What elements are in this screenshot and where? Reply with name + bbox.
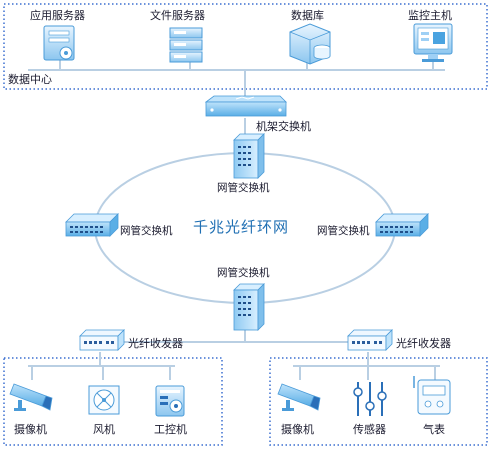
managed-switch-icon (375, 213, 429, 237)
transceiver-label: 光纤收发器 (396, 337, 451, 350)
switch-label: 网管交换机 (317, 225, 370, 237)
fan-icon (88, 385, 120, 415)
managed-switch-icon (233, 133, 265, 179)
rack-switch-icon (204, 95, 287, 117)
monitor-host-icon (413, 23, 453, 62)
left-group-border (3, 357, 223, 446)
server-label: 数据库 (291, 9, 324, 22)
server-label: 应用服务器 (30, 9, 85, 22)
device-label: 气表 (423, 423, 445, 436)
server-label: 文件服务器 (150, 9, 205, 22)
camera-icon (277, 383, 321, 411)
switch-label: 网管交换机 (120, 225, 173, 237)
rack-switch-label: 机架交换机 (256, 120, 311, 133)
app-server-icon (43, 25, 75, 61)
switch-label: 网管交换机 (217, 182, 270, 194)
device-label: 传感器 (353, 423, 386, 436)
datacenter-label: 数据中心 (8, 73, 52, 86)
fiber-transceiver-icon (347, 329, 393, 351)
database-icon (289, 23, 331, 65)
switch-label: 网管交换机 (217, 267, 270, 279)
file-server-icon (169, 27, 203, 63)
device-label: 风机 (93, 423, 115, 436)
right-group-border (269, 357, 488, 446)
transceiver-label: 光纤收发器 (128, 337, 183, 350)
fiber-transceiver-icon (79, 329, 125, 351)
device-label: 工控机 (154, 423, 187, 436)
camera-icon (9, 383, 53, 411)
managed-switch-icon (233, 283, 265, 331)
device-label: 摄像机 (281, 423, 314, 436)
server-label: 监控主机 (408, 9, 452, 22)
ring-title: 千兆光纤环网 (193, 218, 290, 236)
managed-switch-icon (65, 213, 119, 237)
sensor-icon (353, 382, 387, 416)
industrial-pc-icon (155, 385, 185, 417)
device-label: 摄像机 (14, 423, 47, 436)
gas-meter-icon (413, 376, 451, 415)
